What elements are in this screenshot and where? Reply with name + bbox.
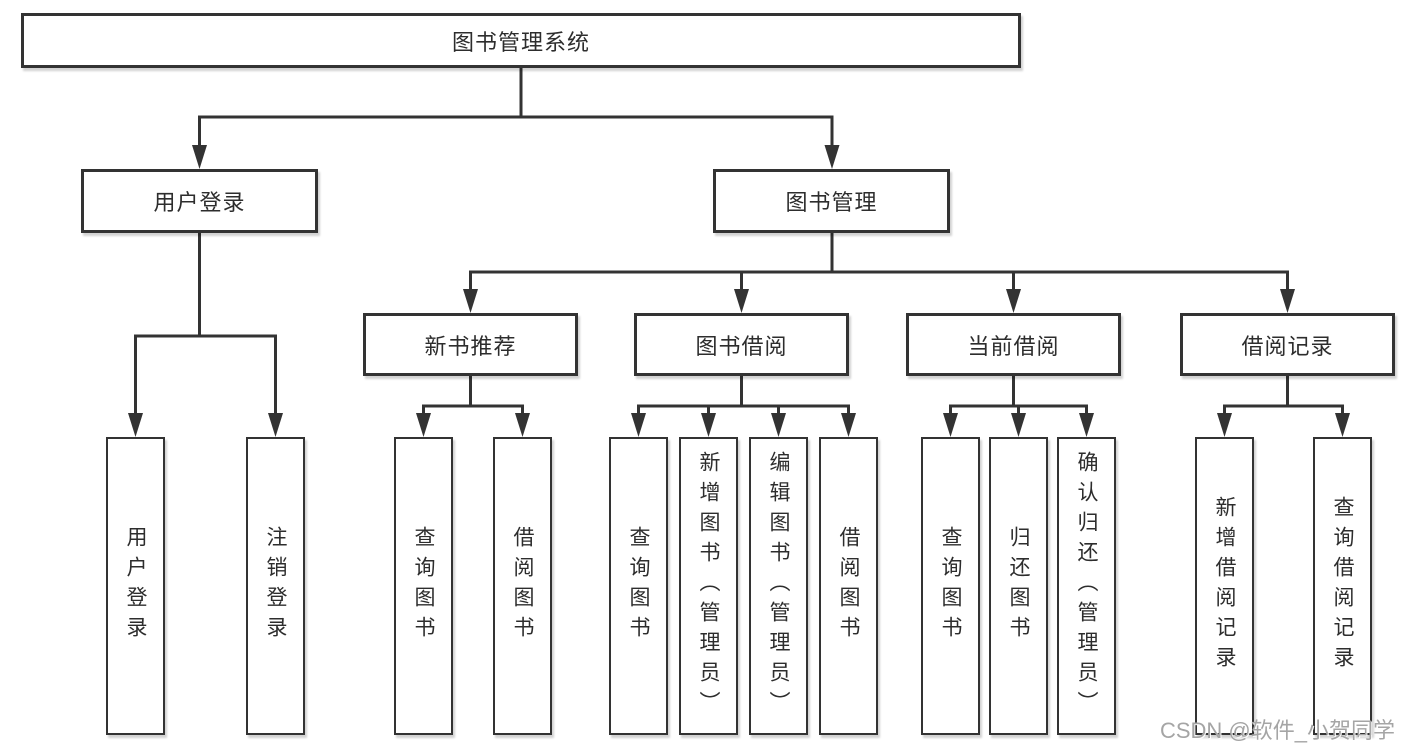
node-label: 新书推荐 (424, 333, 517, 359)
leaf-logout-login: 注销登录 (246, 437, 305, 735)
leaf-label: 查询图书 (627, 526, 650, 646)
leaf-add-borrow-record: 新增借阅记录 (1195, 437, 1254, 735)
csdn-watermark: CSDN @软件_小贺同学 (1159, 718, 1395, 743)
leaf-label: 借阅图书 (511, 526, 534, 646)
leaf-label: 用户登录 (124, 526, 147, 646)
leaf-label: 新增借阅记录 (1213, 496, 1236, 676)
node-new-book-recommend: 新书推荐 (363, 313, 578, 376)
leaf-borrow-books-recommend: 借阅图书 (493, 437, 552, 735)
leaf-label: 查询图书 (412, 526, 435, 646)
leaf-query-books-recommend: 查询图书 (394, 437, 453, 735)
leaf-label: 确认归还（管理员） (1075, 451, 1098, 721)
node-label: 图书管理系统 (451, 29, 590, 55)
node-current-borrowing: 当前借阅 (906, 313, 1121, 376)
leaf-label: 查询借阅记录 (1331, 496, 1354, 676)
node-label: 图书借阅 (695, 333, 788, 359)
node-user-login-group: 用户登录 (81, 169, 318, 233)
leaf-label: 新增图书（管理员） (697, 451, 720, 721)
node-label: 用户登录 (153, 190, 246, 215)
leaf-label: 注销登录 (264, 526, 287, 646)
leaf-borrow-books: 借阅图书 (819, 437, 878, 735)
leaf-confirm-return-admin: 确认归还（管理员） (1057, 437, 1116, 735)
leaf-add-books-admin: 新增图书（管理员） (679, 437, 738, 735)
leaf-edit-books-admin: 编辑图书（管理员） (749, 437, 808, 735)
leaf-label: 查询图书 (939, 526, 962, 646)
node-label: 图书管理 (785, 190, 878, 215)
node-borrowing-records: 借阅记录 (1180, 313, 1395, 376)
leaf-label: 归还图书 (1007, 526, 1030, 646)
leaf-return-books: 归还图书 (989, 437, 1048, 735)
leaf-label: 编辑图书（管理员） (767, 451, 790, 721)
node-library-management-system: 图书管理系统 (21, 13, 1021, 68)
node-book-borrowing: 图书借阅 (634, 313, 849, 376)
node-label: 借阅记录 (1241, 333, 1334, 359)
node-label: 当前借阅 (967, 333, 1060, 359)
leaf-query-books-borrow: 查询图书 (609, 437, 668, 735)
node-book-management: 图书管理 (713, 169, 950, 233)
leaf-query-books-current: 查询图书 (921, 437, 980, 735)
leaf-user-login: 用户登录 (106, 437, 165, 735)
leaf-label: 借阅图书 (837, 526, 860, 646)
leaf-query-borrow-record: 查询借阅记录 (1313, 437, 1372, 735)
